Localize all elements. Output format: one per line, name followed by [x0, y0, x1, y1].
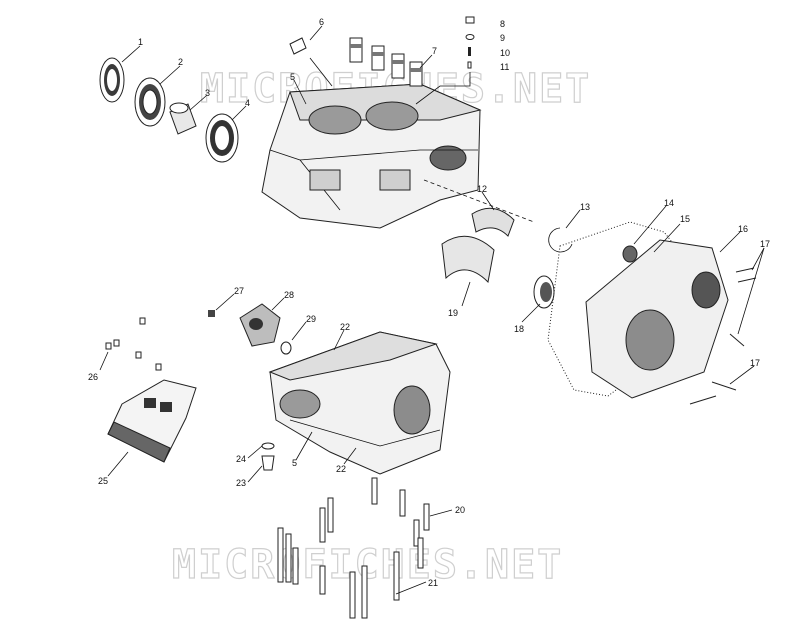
- callout-20: 20: [455, 505, 465, 515]
- callout-22-lower: 22: [336, 464, 346, 474]
- snap-ring-part-13: [548, 227, 573, 253]
- bearing-part-2: [134, 77, 166, 127]
- callout-17-lower: 17: [750, 358, 760, 368]
- bearing-half-part-19: [441, 235, 495, 284]
- callout-26: 26: [88, 372, 98, 382]
- stud-set-part-26: [105, 317, 162, 371]
- callout-24: 24: [236, 454, 246, 464]
- callout-5-upper: 5: [290, 72, 295, 82]
- plug-part-23: [261, 455, 275, 471]
- callout-18: 18: [514, 324, 524, 334]
- callout-17-upper: 17: [760, 239, 770, 249]
- gasket-part-14: [547, 221, 695, 397]
- oil-seal-part-18: [533, 275, 555, 309]
- callout-6: 6: [319, 17, 324, 27]
- callout-8: 8: [500, 19, 505, 29]
- leader-lines: [99, 25, 765, 595]
- callout-2: 2: [178, 57, 183, 67]
- callout-16: 16: [738, 224, 748, 234]
- bolt-set-part-17: [689, 267, 757, 405]
- lifter-set-part-7: [349, 37, 423, 87]
- callout-29: 29: [306, 314, 316, 324]
- sleeve-part-3: [169, 102, 197, 135]
- callout-27: 27: [234, 286, 244, 296]
- washer-part-9: [465, 34, 475, 40]
- callout-13: 13: [580, 202, 590, 212]
- pump-part-28: [239, 303, 281, 347]
- callout-11: 11: [500, 62, 509, 72]
- screw-part-27: [208, 310, 215, 317]
- callout-12: 12: [477, 184, 487, 194]
- callout-10: 10: [500, 48, 510, 58]
- washer-part-24: [261, 442, 275, 450]
- callout-1: 1: [138, 37, 143, 47]
- lower-crankcase-part-22: [268, 331, 451, 475]
- o-ring-part-29: [280, 341, 292, 355]
- oil-seal-part-1: [99, 57, 125, 103]
- upper-crankcase-part-5: [261, 83, 482, 229]
- case-cover-part-15: [585, 239, 729, 399]
- callout-19: 19: [448, 308, 458, 318]
- callout-23: 23: [236, 478, 246, 488]
- bearing-part-4: [205, 113, 239, 163]
- callout-15: 15: [680, 214, 690, 224]
- callout-7: 7: [432, 46, 437, 56]
- callout-21: 21: [428, 578, 438, 588]
- callout-9: 9: [500, 33, 505, 43]
- cap-part-8: [465, 16, 475, 24]
- dowel-part-6: [289, 37, 333, 87]
- reed-cover-part-25: [107, 379, 197, 463]
- callout-25: 25: [98, 476, 108, 486]
- bearing-half-part-12: [471, 207, 515, 237]
- pin-part-10: [468, 47, 471, 56]
- callout-28: 28: [284, 290, 294, 300]
- bolt-set-part-20: [319, 477, 430, 569]
- callout-4: 4: [245, 98, 250, 108]
- callout-22-upper: 22: [340, 322, 350, 332]
- bolt-set-part-21: [277, 527, 400, 619]
- pin-part-11: [467, 61, 472, 69]
- watermark-bottom: MICROFICHES.NET: [172, 542, 563, 588]
- callout-14: 14: [664, 198, 674, 208]
- callout-5-lower: 5: [292, 458, 297, 468]
- callout-3: 3: [205, 88, 210, 98]
